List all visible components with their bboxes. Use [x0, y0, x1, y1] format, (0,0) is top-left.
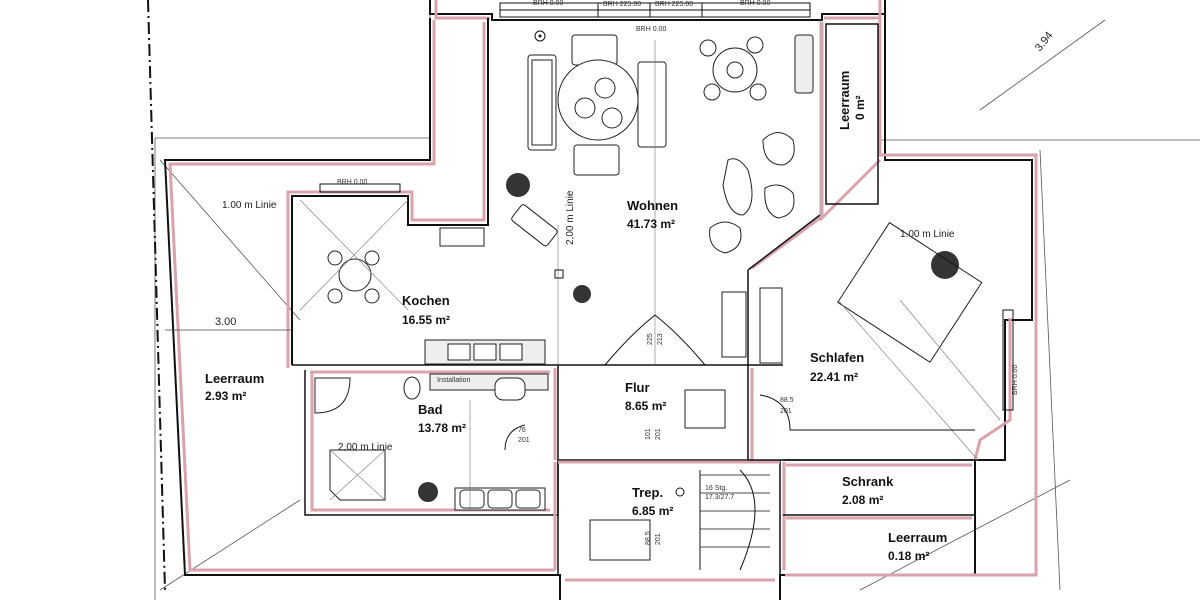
- room-name-leerraum-left: Leerraum: [205, 371, 264, 386]
- plant-icon: [573, 285, 591, 303]
- line-label-1m-schlafen: 1.00 m Linie: [900, 229, 955, 240]
- room-area-bad: 13.78 m²: [418, 421, 466, 435]
- door-mark: 88.5: [645, 531, 652, 545]
- door-mark: 225: [647, 333, 654, 345]
- installation-label: Installation: [437, 377, 471, 384]
- top-windows: [319, 2, 1014, 411]
- wohnen-furniture: [439, 20, 821, 366]
- door-mark: 201: [655, 533, 662, 545]
- room-area-wohnen: 41.73 m²: [627, 217, 675, 231]
- room-area-leerraum-bottom: 0.18 m²: [888, 549, 929, 563]
- room-name-flur: Flur: [625, 380, 650, 395]
- bad-furniture: [314, 373, 549, 511]
- brh-label: BRH 0.00: [636, 26, 666, 33]
- staircase: [589, 389, 770, 571]
- room-area-leerraum-left: 2.93 m²: [205, 389, 246, 403]
- room-area-leerraum-right-top: 0 m²: [853, 95, 867, 120]
- door-mark: 201: [780, 408, 792, 415]
- boundary-line: [147, 0, 166, 591]
- room-name-kochen: Kochen: [402, 293, 450, 308]
- line-label-2m-bad: 2,00 m Linie: [338, 442, 393, 453]
- schlafen-furniture: [721, 221, 1001, 461]
- brh-label: BRH 225.00: [655, 1, 693, 8]
- room-name-schlafen: Schlafen: [810, 350, 864, 365]
- plant-icon: [506, 173, 530, 197]
- line-label-1m-kochen: 1.00 m Linie: [222, 200, 277, 211]
- room-name-leerraum-right-top: Leerraum: [837, 71, 852, 130]
- dimension-300: 3.00: [215, 316, 236, 328]
- room-area-schlafen: 22.41 m²: [810, 370, 858, 384]
- room-name-bad: Bad: [418, 402, 443, 417]
- room-area-kochen: 16.55 m²: [402, 313, 450, 327]
- room-name-schrank: Schrank: [842, 474, 894, 489]
- room-name-wohnen: Wohnen: [627, 198, 678, 213]
- door-mark: 101: [645, 428, 652, 440]
- brh-label: BRH 0.00: [337, 179, 367, 186]
- room-area-schrank: 2.08 m²: [842, 493, 883, 507]
- brh-label: BRH 0.00: [1012, 365, 1019, 395]
- plant-icon: [418, 482, 438, 502]
- plant-icon: [931, 251, 959, 279]
- door-mark: 201: [655, 428, 662, 440]
- room-name-trep: Trep.: [632, 485, 663, 500]
- door-mark: 213: [657, 333, 664, 345]
- room-name-leerraum-bottom: Leerraum: [888, 530, 947, 545]
- brh-label: BRH 225.00: [603, 1, 641, 8]
- room-area-flur: 8.65 m²: [625, 399, 666, 413]
- dimension-394: 3.94: [1033, 30, 1056, 54]
- brh-label: BRH 0.00: [740, 0, 770, 7]
- brh-label: BRH 0.00: [533, 0, 563, 7]
- stair-size-label: 17.3/27.7: [705, 494, 734, 501]
- door-mark: 201: [518, 437, 530, 444]
- line-label-2m-wohnen: 2,00 m Linie: [565, 190, 576, 245]
- stair-count-label: 16 Stg.: [705, 485, 727, 492]
- door-mark: 88.5: [780, 397, 794, 404]
- exterior-walls: [163, 0, 1038, 600]
- kochen-furniture: [299, 199, 546, 365]
- interior-walls: [292, 22, 976, 575]
- door-mark: 76: [518, 427, 526, 434]
- room-area-trep: 6.85 m²: [632, 504, 673, 518]
